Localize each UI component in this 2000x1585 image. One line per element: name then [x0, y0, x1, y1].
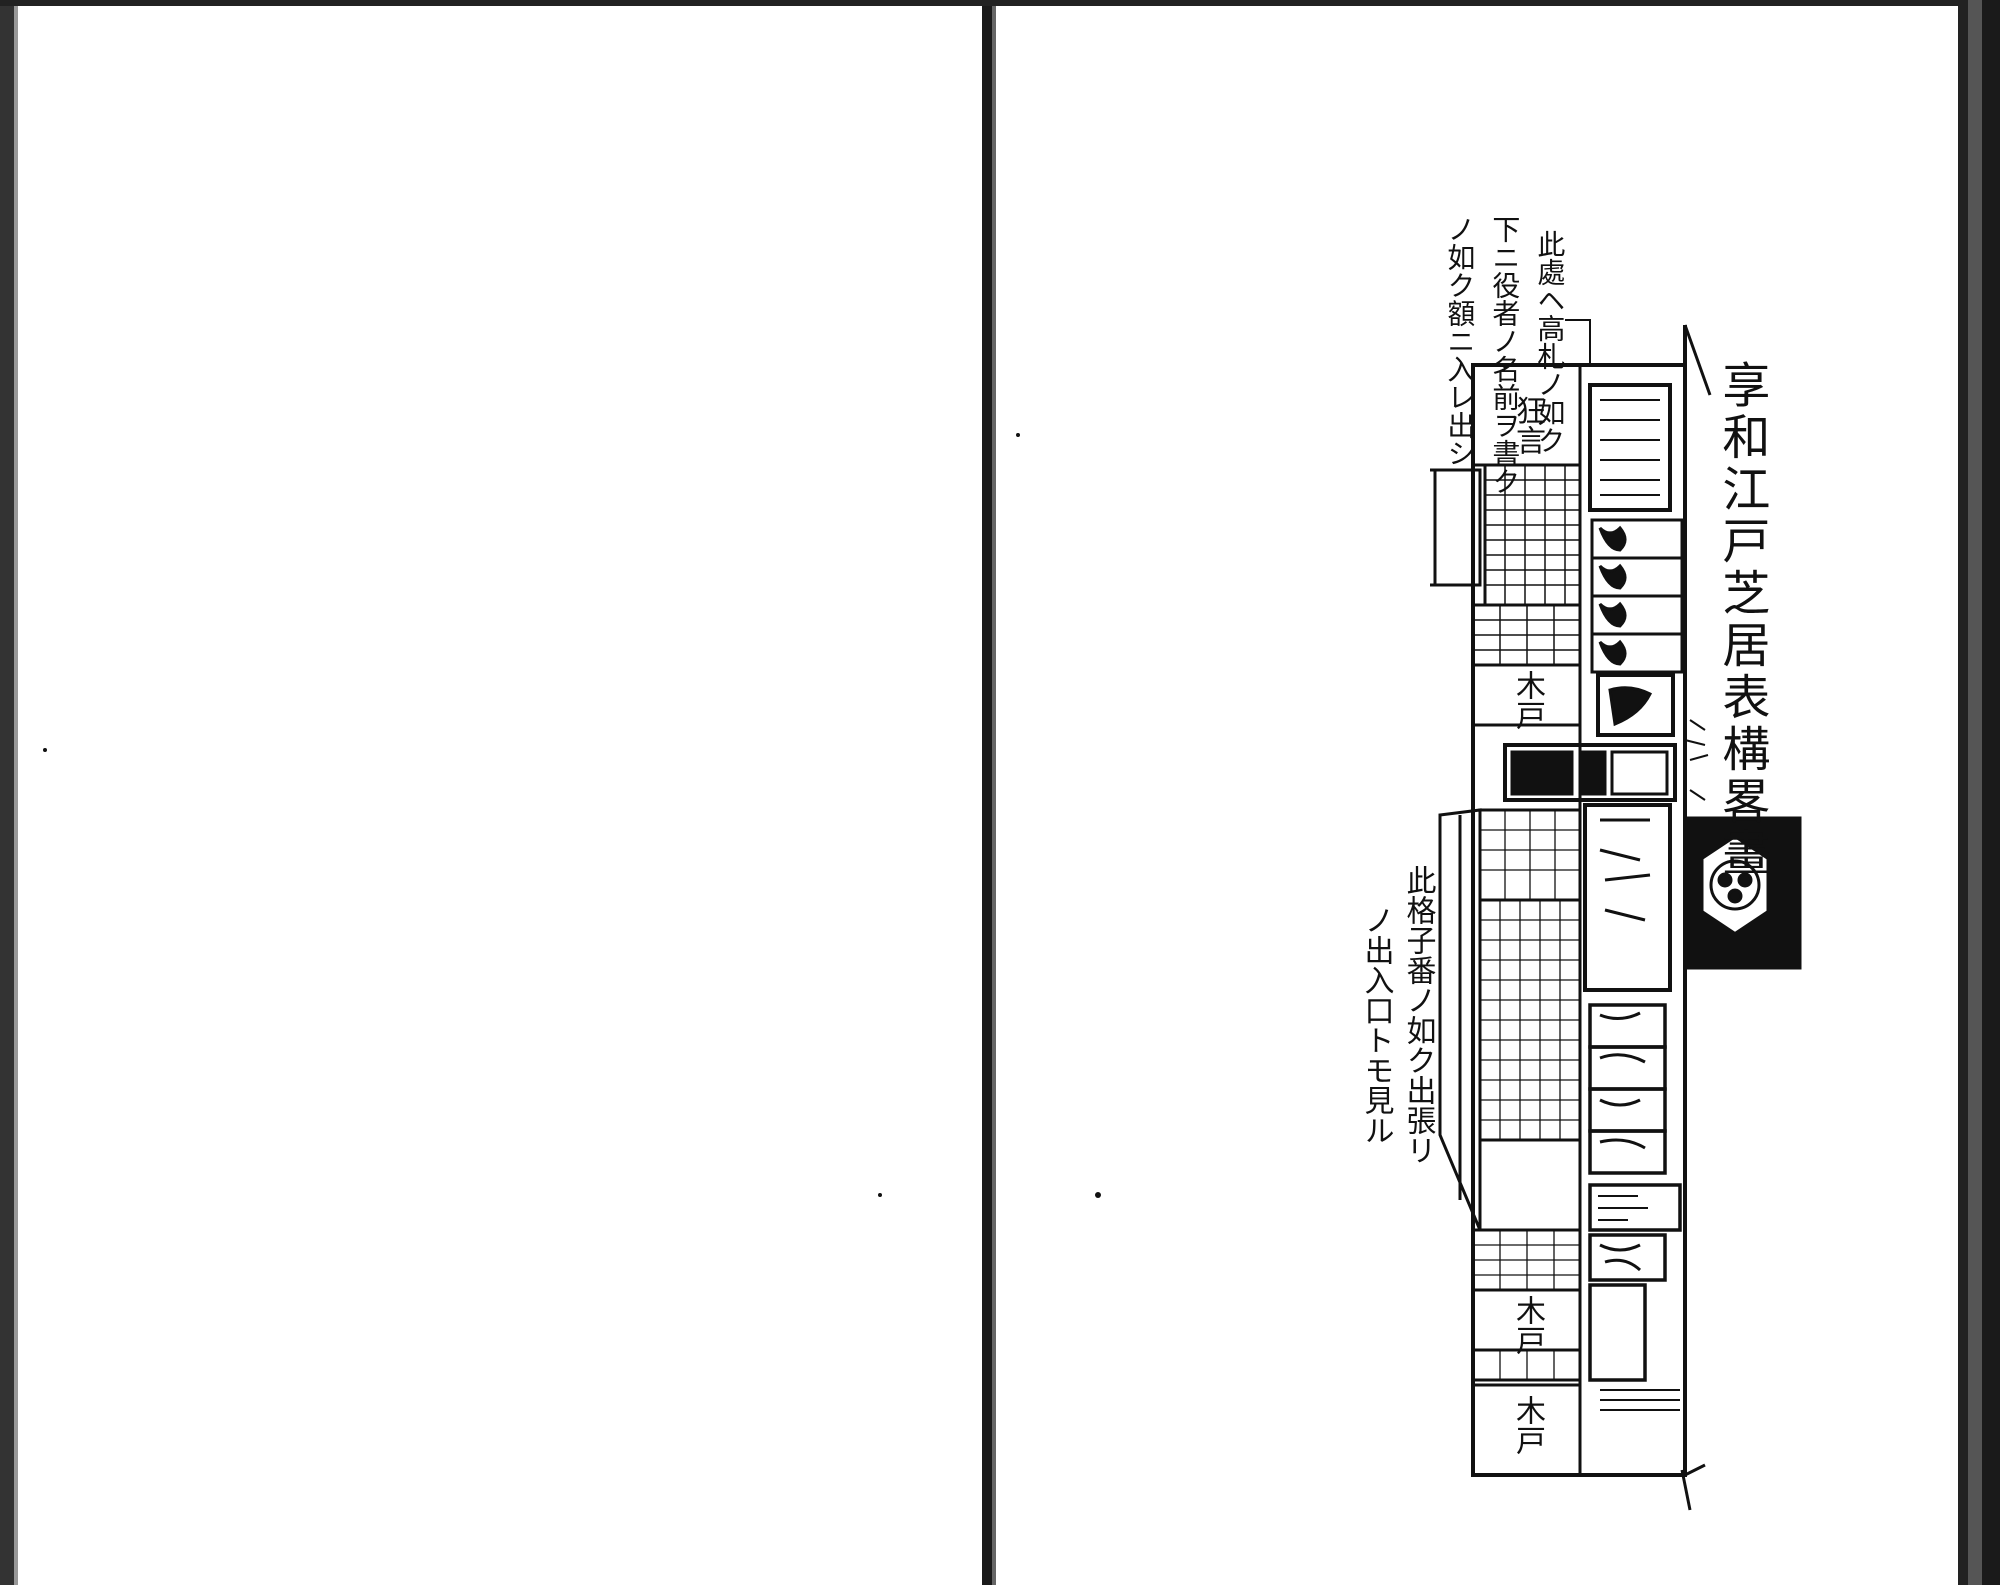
sign-label-1: 狂言 [1510, 395, 1545, 455]
theatre-facade-drawing [1430, 319, 1802, 1511]
crest-banner [1683, 816, 1802, 970]
right-page-edge [1958, 0, 2000, 1585]
sign-label-3: 木戸 [1510, 1295, 1545, 1355]
sign-label-4: 木戸 [1510, 1395, 1545, 1455]
portrait-panels [1590, 518, 1684, 674]
top-sign-board [1588, 383, 1672, 512]
lattice-note-line-1: 此格子番ノ如ク出張リ [1400, 865, 1436, 1165]
kido-panel-3 [1471, 1383, 1582, 1477]
roof-note-line-2: 下ニ役者ノ名前ヲ書ク [1488, 215, 1522, 495]
left-page-edge [0, 0, 18, 1585]
lattice-note-line-2: ノ出入口トモ見ル [1358, 905, 1394, 1145]
book-spine [982, 0, 996, 1585]
lower-sign-stack [1588, 1003, 1682, 1382]
roof-pole-bottom [1684, 1463, 1706, 1477]
lattice-projection [1438, 808, 1582, 1231]
stray-marks [43, 433, 1101, 1198]
dark-sign-block [1503, 743, 1677, 802]
center-sign [1583, 803, 1672, 992]
roof-note-line-1: 此處ヘ高札ノ如ク [1533, 230, 1567, 454]
roof-note-line-3: ノ如ク額ニ入レ出シ [1443, 215, 1477, 467]
drawing-title: 享和江戸芝居表構畧畫 [1713, 360, 1770, 880]
hanging-banner [1433, 468, 1482, 587]
kido-panel-1 [1471, 663, 1582, 727]
top-edge [0, 0, 2000, 6]
roof-pole-top [1683, 324, 1712, 396]
sign-label-2: 木戸 [1510, 670, 1545, 730]
